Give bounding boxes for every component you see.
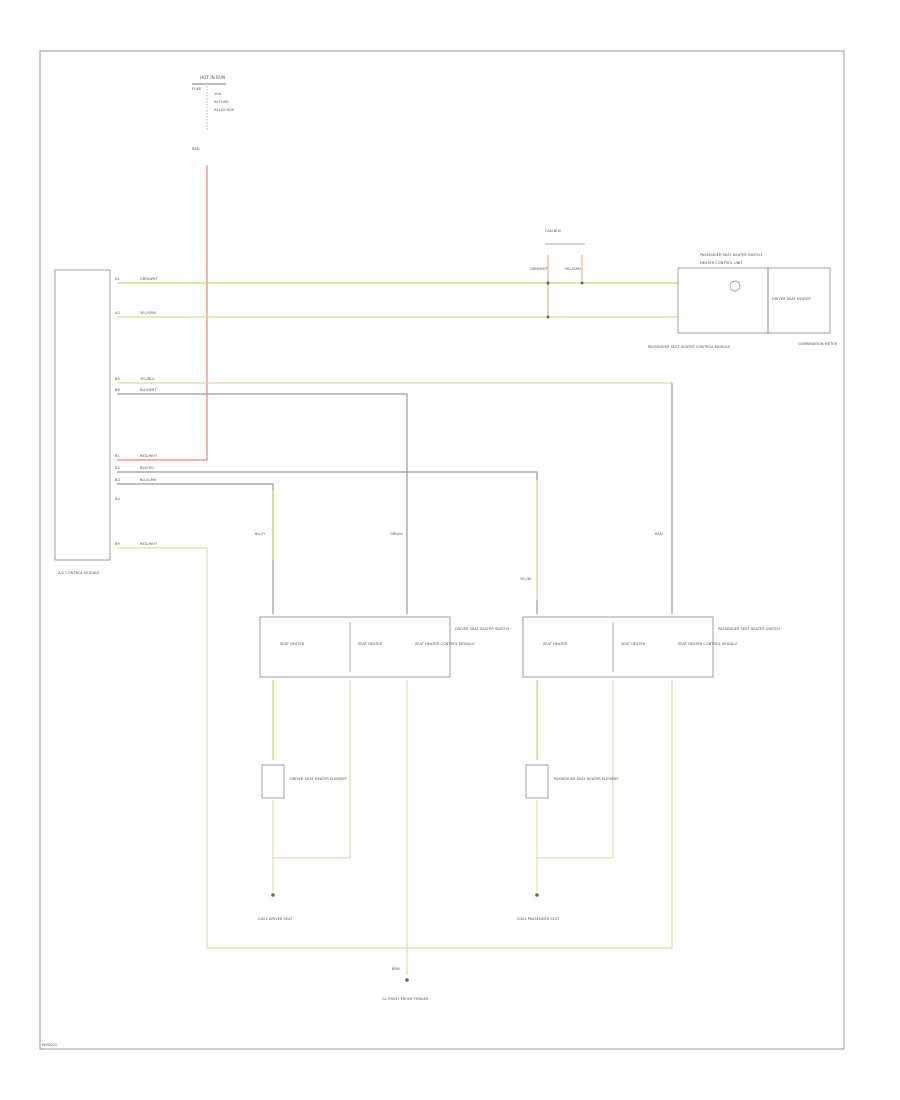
driver-switch-title: DRIVER SEAT HEATER SWITCH <box>455 627 509 631</box>
wire-blue-green-1 <box>117 471 538 614</box>
passenger-seat-switch: PASSENGER SEAT HEATER SWITCH SEAT HEATER… <box>522 616 780 678</box>
wire-driver-loop <box>273 680 351 859</box>
can-title: CAN BUS <box>545 229 562 233</box>
left-pin-b9: B9 <box>115 542 120 546</box>
wire-label-6: BLK/YEL <box>140 466 155 470</box>
passenger-switch-right: SEAT HEATER CONTROL MODULE <box>678 642 738 646</box>
left-pin-a1: A1 <box>115 277 120 281</box>
left-module-label: A/C CONTROL MODULE <box>58 571 100 575</box>
left-pin-b2: B2 <box>115 466 120 470</box>
fuse-name: FUSE <box>192 87 202 91</box>
fuse-line-1: 10A <box>214 92 222 96</box>
wire-code-4: BRN <box>655 532 663 536</box>
fuse-title: HOT IN RUN <box>200 75 225 80</box>
left-pin-b4: B4 <box>115 497 120 501</box>
left-pin-b3: B3 <box>115 478 120 482</box>
passenger-ground-label: G302 PASSENGER SEAT <box>517 917 560 921</box>
wire-label-8: RED/WHT <box>140 542 158 546</box>
wire-label-2: YEL/GRN <box>140 311 156 315</box>
passenger-switch-left: SEAT HEATER <box>543 642 568 646</box>
wire-blue-green-2 <box>117 483 274 614</box>
can-connector: CAN BUS GRN/WHT YEL/GRN <box>530 229 585 319</box>
wire-label-4: BLU/WHT <box>140 388 157 392</box>
left-pin-b6: B6 <box>115 388 120 392</box>
wire-label-3: YEL/BLU <box>140 377 155 381</box>
left-pin-b5: B5 <box>115 377 120 381</box>
driver-seat-switch: DRIVER SEAT HEATER SWITCH SEAT HEATER SE… <box>259 616 509 678</box>
wire-red-power <box>117 165 208 461</box>
wire-code-3: YEL/W <box>520 577 532 581</box>
driver-ground-label: G301 DRIVER SEAT <box>258 917 293 921</box>
left-pin-b1: B1 <box>115 454 120 458</box>
right-module-side: DRIVER SEAT HEATER <box>772 297 811 301</box>
fuse-line-3: RELAY BOX <box>214 108 234 112</box>
passenger-element-label: PASSENGER SEAT HEATER ELEMENT <box>554 777 620 781</box>
fuse-line-2: IN FUSE/ <box>214 100 230 104</box>
main-ground-label: G1 RIGHT FRONT FENDER <box>382 997 429 1001</box>
fuse-block: HOT IN RUN FUSE 10A IN FUSE/ RELAY BOX R… <box>192 75 234 151</box>
driver-heater-element: DRIVER SEAT HEATER ELEMENT <box>261 764 348 799</box>
can-label-2: YEL/GRN <box>565 267 581 271</box>
wire-code-2: GRN/W <box>390 532 403 536</box>
left-control-module: A/C CONTROL MODULE A1 A2 B5 B6 B1 B2 B3 … <box>54 269 158 575</box>
wire-code-1: BLU/Y <box>255 532 266 536</box>
fuse-wire-label: RED <box>192 147 200 151</box>
driver-ground: G301 DRIVER SEAT <box>258 893 293 921</box>
wire-tan-loop <box>117 547 673 949</box>
figure-id: W00000 <box>42 1043 58 1047</box>
diagram-border <box>39 50 845 1050</box>
right-module: PASSENGER SEAT HEATER SWITCH HEATER CONT… <box>648 253 838 349</box>
wire-label-7: BLU/GRN <box>140 478 156 482</box>
wire-gray-driver <box>117 393 408 614</box>
wire-passenger-loop <box>537 680 614 859</box>
driver-switch-right: SEAT HEATER CONTROL MODULE <box>415 642 475 646</box>
can-label-1: GRN/WHT <box>530 267 548 271</box>
right-module-inner: HEATER CONTROL UNIT <box>700 261 743 265</box>
main-ground: BRN G1 RIGHT FRONT FENDER <box>382 967 429 1001</box>
driver-switch-left: SEAT HEATER <box>280 642 305 646</box>
passenger-heater-element: PASSENGER SEAT HEATER ELEMENT <box>525 764 620 799</box>
driver-element-label: DRIVER SEAT HEATER ELEMENT <box>290 777 348 781</box>
main-ground-wire: BRN <box>392 967 400 971</box>
wire-label-5: RED/WHT <box>140 454 158 458</box>
passenger-ground: G302 PASSENGER SEAT <box>517 893 560 921</box>
right-module-tag: COMBINATION METER <box>798 342 838 346</box>
right-module-title: PASSENGER SEAT HEATER SWITCH <box>700 253 762 257</box>
passenger-switch-title: PASSENGER SEAT HEATER SWITCH <box>718 627 780 631</box>
wire-label-1: GRN/WHT <box>140 277 158 281</box>
passenger-switch-mid: SEAT HEATER <box>621 642 646 646</box>
left-pin-a2: A2 <box>115 311 120 315</box>
driver-switch-mid: SEAT HEATER <box>358 642 383 646</box>
right-module-bottom: PASSENGER SEAT HEATER CONTROL MODULE <box>648 345 731 349</box>
